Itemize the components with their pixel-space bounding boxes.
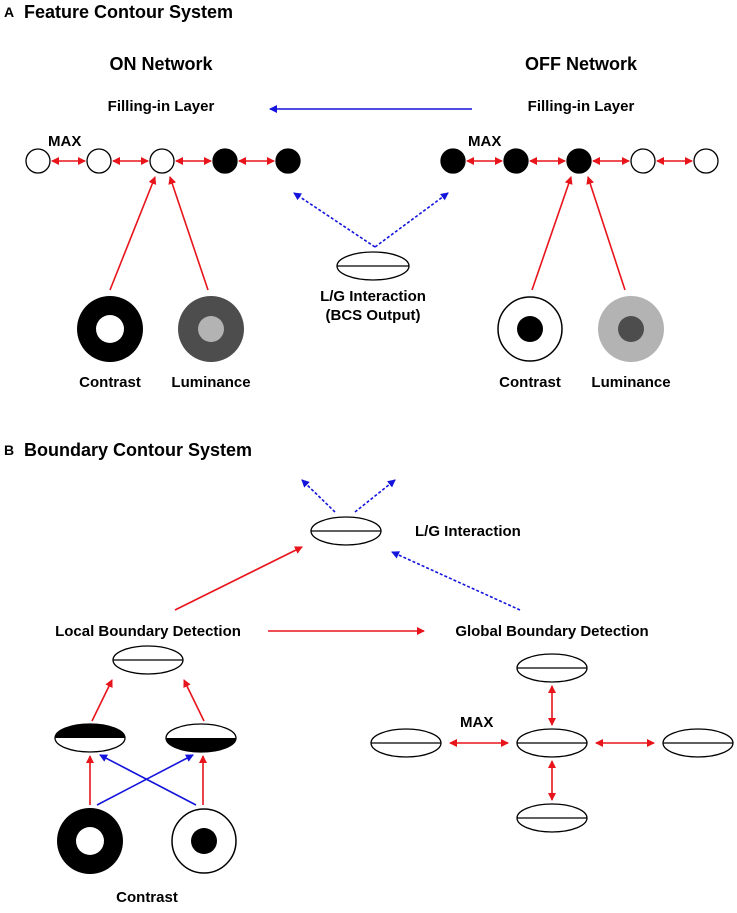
global-cell-center (516, 728, 588, 758)
off-luminance-disc (598, 296, 664, 362)
panel-b-letter: B (4, 442, 14, 458)
lg-interaction-label-b: L/G Interaction (415, 523, 521, 540)
simple-cell-left (54, 723, 126, 753)
global-cell-left (370, 728, 442, 758)
on-network-title: ON Network (109, 54, 213, 74)
off-network-title: OFF Network (525, 54, 638, 74)
local-boundary-label: Local Boundary Detection (55, 623, 241, 640)
lg-out-left-arrow (301, 479, 336, 513)
off-node-4 (630, 148, 656, 174)
on-disc-to-right-simple-arrow (96, 754, 194, 806)
on-filling-in-nodes (25, 148, 301, 174)
on-luminance-arrow (168, 176, 209, 291)
panel-b-title: Boundary Contour System (24, 440, 252, 460)
on-node-5 (275, 148, 301, 174)
bcs-output-cell (336, 251, 410, 281)
simple-right-to-complex-arrow (183, 679, 205, 722)
global-cell-top (516, 653, 588, 683)
off-node-2 (503, 148, 529, 174)
on-contrast-label: Contrast (79, 374, 141, 391)
on-luminance-disc (178, 296, 244, 362)
off-contrast-arrow (531, 176, 573, 291)
b-off-contrast-disc (171, 808, 237, 874)
on-node-2 (86, 148, 112, 174)
b-contrast-label: Contrast (116, 889, 178, 906)
global-boundary-label: Global Boundary Detection (455, 623, 648, 640)
panel-a-letter: A (4, 4, 14, 20)
off-max-label: MAX (468, 133, 501, 150)
off-luminance-arrow (586, 176, 626, 291)
off-filling-in-label: Filling-in Layer (528, 98, 635, 115)
bcs-to-on-arrow (293, 192, 376, 248)
on-node-3 (149, 148, 175, 174)
local-to-lg-arrow (174, 546, 303, 611)
lg-out-right-arrow (354, 479, 396, 513)
on-max-label: MAX (48, 133, 81, 150)
global-cell-right (662, 728, 734, 758)
on-contrast-disc (77, 296, 143, 362)
global-lateral-arrows (449, 685, 655, 801)
global-to-lg-arrow (391, 551, 521, 611)
bcs-output-label: (BCS Output) (326, 307, 421, 324)
off-disc-to-left-simple-arrow (99, 754, 197, 806)
on-filling-in-label: Filling-in Layer (108, 98, 215, 115)
off-node-1 (440, 148, 466, 174)
on-contrast-arrow (109, 176, 157, 291)
complex-cell (112, 645, 184, 675)
lg-interaction-cell (310, 516, 382, 546)
global-max-label: MAX (460, 714, 493, 731)
on-node-4 (212, 148, 238, 174)
bcs-to-off-arrow (374, 192, 449, 248)
off-node-5 (693, 148, 719, 174)
global-cell-bottom (516, 803, 588, 833)
off-contrast-disc (497, 296, 563, 362)
off-filling-in-nodes (440, 148, 719, 174)
simple-left-to-complex-arrow (91, 679, 113, 722)
b-on-contrast-disc (57, 808, 123, 874)
simple-cell-right (165, 723, 237, 753)
on-node-1 (25, 148, 51, 174)
on-luminance-label: Luminance (171, 374, 250, 391)
off-contrast-label: Contrast (499, 374, 561, 391)
off-node-3 (566, 148, 592, 174)
off-luminance-label: Luminance (591, 374, 670, 391)
lg-interaction-label-a: L/G Interaction (320, 288, 426, 305)
panel-a-title: Feature Contour System (24, 2, 233, 22)
